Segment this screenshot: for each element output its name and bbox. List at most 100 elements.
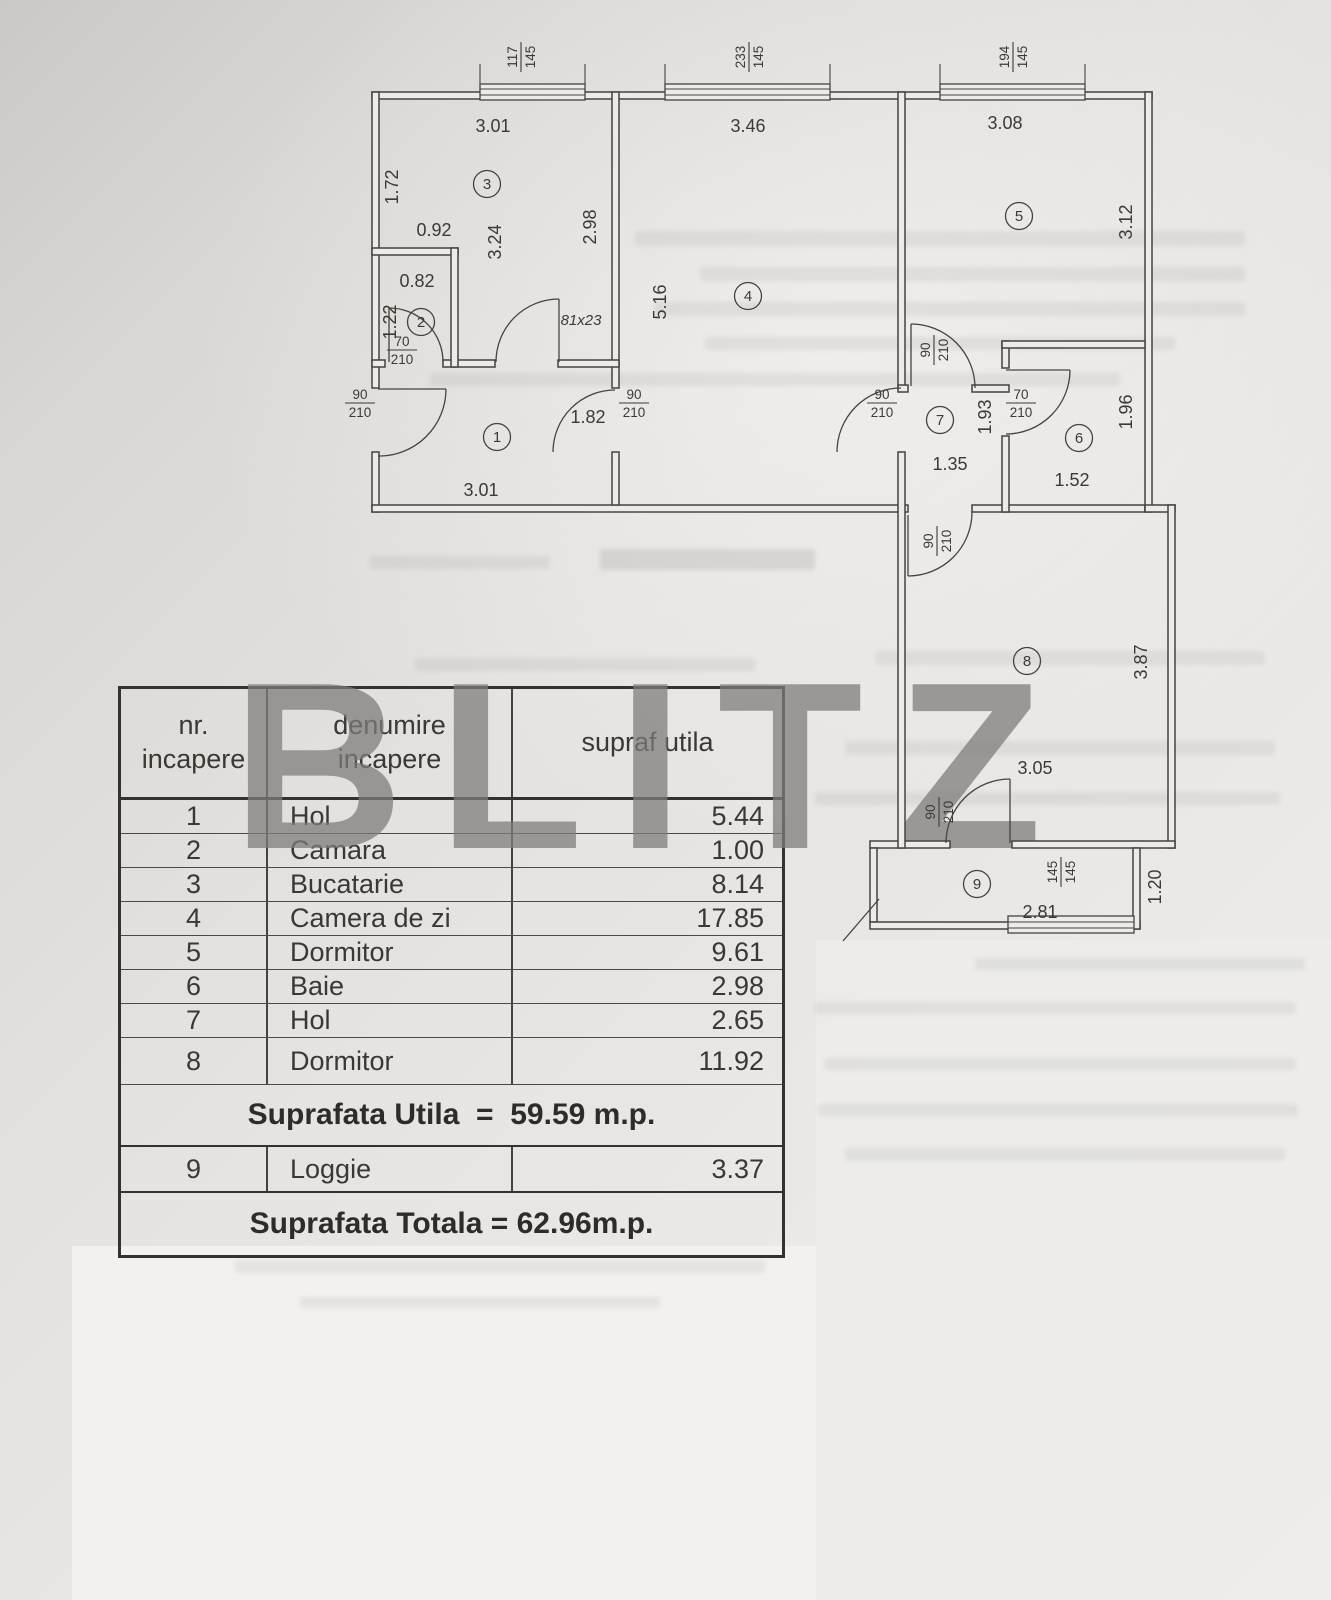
- room-name: Loggie: [268, 1147, 513, 1191]
- svg-text:210: 210: [349, 405, 372, 420]
- bleed-smudge: [818, 1104, 1298, 1116]
- room-area: 2.65: [711, 1005, 764, 1035]
- dim-baie-depth: 1.96: [1116, 394, 1136, 429]
- svg-text:210: 210: [939, 530, 954, 553]
- room-name: Dormitor: [268, 936, 513, 969]
- room-number-5: 5: [1004, 201, 1034, 231]
- dim-left-wall: 1.72: [382, 169, 402, 204]
- svg-text:145: 145: [1045, 861, 1060, 884]
- room-number-9: 9: [962, 869, 992, 899]
- svg-text:210: 210: [1010, 405, 1033, 420]
- room-number-8: 8: [1012, 646, 1042, 676]
- dim-hol7-depth: 1.93: [975, 399, 995, 434]
- dim-camara-width: 0.82: [399, 271, 434, 291]
- dim-dormitor5-width: 3.08: [987, 113, 1022, 133]
- svg-text:5: 5: [1015, 208, 1023, 225]
- svg-text:233: 233: [733, 46, 748, 69]
- table-row: 2 Camara 1.00: [121, 834, 782, 868]
- door-arcs: [377, 298, 1071, 844]
- dim-living-depth: 5.16: [650, 284, 670, 319]
- dim-hol-height: 1.82: [570, 407, 605, 427]
- room-nr: 7: [121, 1004, 268, 1037]
- header-denumire-incapere: denumire incapere: [268, 689, 513, 797]
- svg-text:7: 7: [936, 412, 944, 429]
- svg-text:9: 9: [973, 876, 981, 893]
- dim-dormitor5-depth: 3.12: [1116, 204, 1136, 239]
- svg-text:6: 6: [1075, 430, 1083, 447]
- dim-baie-width: 1.52: [1054, 470, 1089, 490]
- svg-text:90: 90: [626, 387, 641, 402]
- svg-text:8: 8: [1023, 653, 1031, 670]
- svg-text:210: 210: [623, 405, 646, 420]
- bleed-smudge: [235, 1260, 765, 1273]
- dim-dormitor8-width: 3.05: [1017, 758, 1052, 778]
- room-area: 2.98: [711, 971, 764, 1001]
- room-nr: 5: [121, 936, 268, 969]
- room-area: 9.61: [711, 937, 764, 967]
- paper-light-block: [72, 1246, 816, 1600]
- room-nr: 6: [121, 970, 268, 1003]
- svg-text:4: 4: [744, 288, 752, 305]
- svg-text:90: 90: [923, 804, 938, 819]
- area-table: nr. incapere denumire incapere supraf ut…: [118, 686, 785, 1258]
- room-number-3: 3: [472, 169, 502, 199]
- room-name: Camara: [268, 834, 513, 867]
- dim-living-width: 3.46: [730, 116, 765, 136]
- dim-loggia-width: 2.81: [1022, 902, 1057, 922]
- svg-text:70: 70: [1013, 387, 1028, 402]
- dim-camara-depth: 1.22: [380, 304, 400, 339]
- room-area: 8.14: [711, 869, 764, 899]
- dim-bucatarie-width: 3.01: [475, 116, 510, 136]
- room-name: Baie: [268, 970, 513, 1003]
- room-name: Hol: [268, 800, 513, 833]
- svg-text:90: 90: [352, 387, 367, 402]
- bleed-smudge: [815, 792, 1280, 805]
- bleed-smudge: [370, 556, 550, 569]
- door-size-label: 90 210: [918, 335, 951, 365]
- room-nr: 1: [121, 800, 268, 833]
- table-row: 7 Hol 2.65: [121, 1004, 782, 1038]
- door-size-label: 90 210: [345, 387, 375, 420]
- room-name: Dormitor: [268, 1038, 513, 1084]
- room-number-4: 4: [733, 281, 763, 311]
- svg-text:3: 3: [483, 176, 491, 193]
- room-number-6: 6: [1064, 423, 1094, 453]
- svg-text:90: 90: [874, 387, 889, 402]
- dim-nook-width: 0.92: [416, 220, 451, 240]
- svg-text:210: 210: [391, 352, 414, 367]
- room-area: 17.85: [696, 903, 764, 933]
- bleed-smudge: [635, 231, 1245, 246]
- door-size-label: 70 210: [387, 334, 417, 367]
- header-nr-incapere: nr. incapere: [121, 689, 268, 797]
- bleed-smudge: [845, 1148, 1285, 1160]
- svg-text:117: 117: [505, 46, 520, 68]
- room-name: Bucatarie: [268, 868, 513, 901]
- dim-hol-width: 3.01: [463, 480, 498, 500]
- dim-loggia-depth: 1.20: [1145, 869, 1165, 904]
- svg-text:145: 145: [751, 46, 766, 69]
- room-number-2: 2: [406, 307, 436, 337]
- dim-kitchen-inner: 2.98: [580, 209, 600, 244]
- svg-text:145: 145: [523, 46, 538, 69]
- room-number-7: 7: [925, 405, 955, 435]
- window-size-label: 145 145: [1045, 857, 1078, 887]
- table-row: 8 Dormitor 11.92: [121, 1038, 782, 1085]
- window-size-label: 233 145: [733, 42, 766, 72]
- bleed-smudge: [300, 1297, 660, 1308]
- svg-text:1: 1: [493, 429, 501, 446]
- room-number-1: 1: [482, 422, 512, 452]
- room-nr: 3: [121, 868, 268, 901]
- door-size-label: 70 210: [1006, 387, 1036, 420]
- bleed-smudge: [825, 1058, 1295, 1070]
- table-row: 3 Bucatarie 8.14: [121, 868, 782, 902]
- header-supraf-utila: supraf utila: [581, 727, 714, 758]
- suprafata-utila-total: Suprafata Utila = 59.59 m.p.: [121, 1085, 782, 1147]
- svg-text:210: 210: [936, 339, 951, 362]
- table-row: 9 Loggie 3.37: [121, 1147, 782, 1193]
- dim-bucatarie-depth: 3.24: [485, 224, 505, 259]
- window-size-label: 194 145: [997, 42, 1030, 72]
- door-size-label: 90 210: [923, 797, 956, 827]
- room-area: 11.92: [698, 1045, 764, 1076]
